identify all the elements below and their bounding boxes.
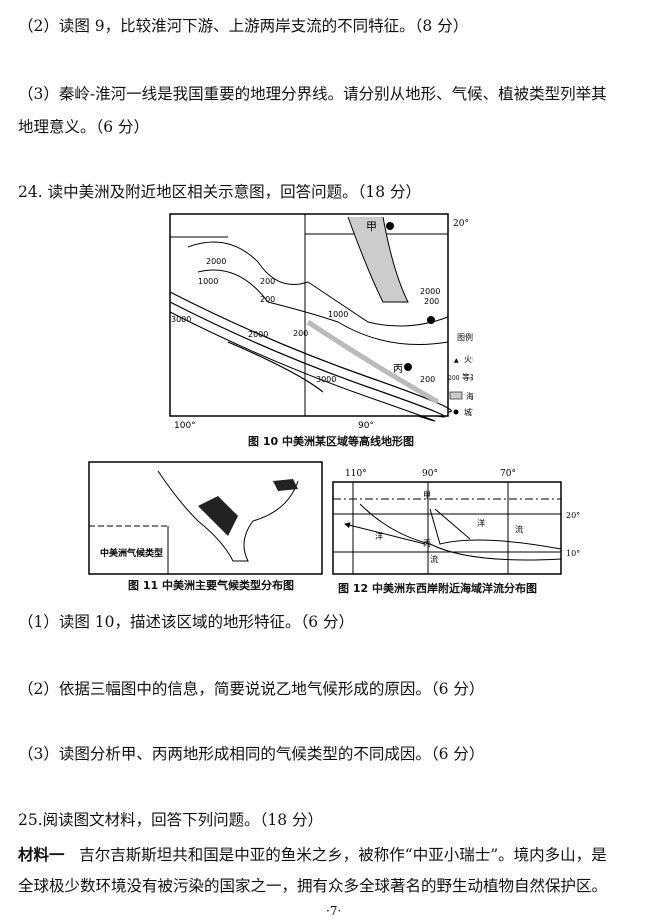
contour-label: 200 [420, 375, 435, 384]
figure-10-caption: 图 10 中美洲某区域等高线地形图 [248, 435, 414, 448]
figure-11-caption: 图 11 中美洲主要气候类型分布图 [128, 579, 294, 592]
contour-label: 200 [260, 295, 275, 304]
place-label-bing: 丙 [393, 364, 403, 375]
contour-label: 2000 [206, 257, 226, 266]
contour-label: 1000 [328, 310, 348, 319]
svg-text:海域: 海域 [466, 391, 473, 401]
svg-text:200: 200 [448, 375, 460, 382]
page-number: ·7· [326, 904, 342, 918]
contour-label: 2000 [420, 287, 440, 296]
question-23-2: （2）读图 9，比较淮河下游、上游两岸支流的不同特征。（8 分） [18, 17, 469, 35]
city-icon [453, 409, 459, 415]
question-23-3-cont: 地理意义。（6 分） [18, 118, 150, 136]
question-24-1: （1）读图 10，描述该区域的地形特征。（6 分） [18, 613, 355, 631]
map-legend: 图例 ▲ 火山 200等高线 海域 城市 [448, 332, 473, 417]
map-label: 流 [430, 554, 438, 564]
svg-text:等高线: 等高线 [462, 372, 473, 382]
contour-label: 1000 [198, 277, 218, 286]
figure-11-legend-title: 中美洲气候类型 [100, 547, 163, 559]
sea-swatch [449, 391, 463, 400]
place-label-jia: 甲 [423, 491, 431, 500]
map-label: 洋 [375, 531, 383, 541]
city-marker [404, 363, 412, 371]
contour-label: 3000 [316, 375, 336, 384]
volcano-icon: ▲ [454, 357, 459, 364]
place-label-bing: 丙 [423, 539, 431, 548]
contour-label: 200 [424, 297, 439, 306]
question-24-2: （2）依据三幅图中的信息，简要说说乙地气候形成的原因。（6 分） [18, 680, 485, 698]
question-25: 25.阅读图文材料，回答下列问题。（18 分） [18, 811, 324, 829]
contour-label: 200 [293, 329, 308, 338]
svg-text:火山: 火山 [464, 354, 473, 364]
city-marker [386, 222, 394, 230]
svg-text:城市: 城市 [464, 407, 473, 417]
lat-label: 20° [453, 219, 469, 229]
question-24-3: （3）读图分析甲、丙两地形成相同的气候类型的不同成因。（6 分） [18, 745, 485, 763]
lat-label: 10° [566, 549, 580, 558]
lon-label: 100° [174, 421, 196, 431]
figure-12-current-map: 110° 90° 70° 甲 丙 洋 洋 流 流 20° 10° [332, 469, 580, 575]
contour-label: 200 [260, 277, 275, 286]
lon-label: 110° [345, 469, 367, 479]
svg-text:图例: 图例 [457, 332, 473, 342]
map-label: 流 [515, 524, 523, 534]
contour-label: 3000 [171, 315, 191, 324]
figure-10-contour-map: 2000 1000 200 200 1000 200 2000 3000 200… [169, 213, 473, 431]
figure-11-climate-map: 中美洲气候类型 [88, 461, 323, 575]
material-1: 材料一 吉尔吉斯斯坦共和国是中亚的鱼米之乡，被称作“中亚小瑞士”。境内多山，是 [18, 843, 607, 865]
lon-label: 90° [422, 469, 438, 479]
map-label: 洋 [477, 518, 485, 528]
lon-label: 90° [358, 421, 374, 431]
figure-12-caption: 图 12 中美洲东西岸附近海域洋流分布图 [338, 582, 537, 595]
contour-label: 2000 [248, 330, 268, 339]
lat-label: 20° [566, 511, 580, 520]
city-marker [427, 316, 435, 324]
material-1-text: 吉尔吉斯斯坦共和国是中亚的鱼米之乡，被称作“中亚小瑞士”。境内多山，是 [79, 846, 607, 864]
lon-label: 70° [500, 469, 516, 479]
question-23-3: （3）秦岭-淮河一线是我国重要的地理分界线。请分别从地形、气候、植被类型列举其 [18, 85, 607, 103]
material-1-cont: 全球极少数环境没有被污染的国家之一，拥有众多全球著名的野生动植物自然保护区。 [18, 877, 608, 895]
question-24: 24. 读中美洲及附近地区相关示意图，回答问题。（18 分） [18, 183, 421, 201]
material-1-label: 材料一 [18, 845, 65, 864]
place-label-jia: 甲 [366, 220, 377, 233]
